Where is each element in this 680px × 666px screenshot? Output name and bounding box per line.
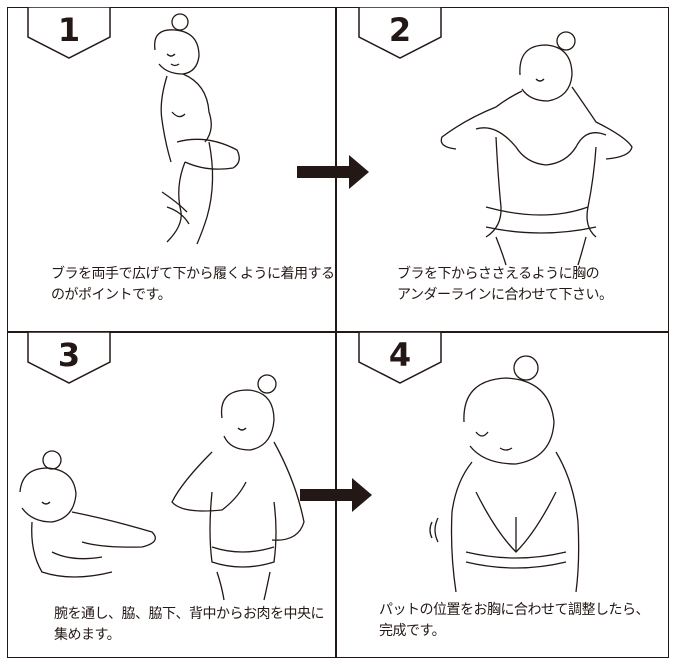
instruction-frame (7, 7, 669, 658)
caption-line-2: のがポイントです。 (51, 287, 172, 303)
caption-line-1: ブラを下からささえるように胸の (397, 266, 600, 282)
woman-gathering-flesh-to-center-illustration (19, 374, 305, 601)
step-caption: パットの位置をお胸に合わせて調整したら、 完成です。 (379, 600, 650, 642)
step-number-badge: 4 (358, 331, 442, 384)
caption-line-1: 腕を通し、脇、脇下、背中からお肉を中央に (54, 606, 325, 622)
caption-line-1: ブラを両手で広げて下から履くように着用する (51, 266, 335, 282)
step-number: 4 (388, 336, 412, 374)
step-number-badge: 3 (27, 331, 111, 384)
caption-line-2: アンダーラインに合わせて下さい。 (397, 287, 613, 303)
caption-line-2: 集めます。 (54, 627, 121, 643)
right-arrow-icon (300, 478, 372, 512)
step-number: 3 (57, 336, 81, 374)
step-number-badge: 1 (27, 6, 111, 59)
panel-divider-vertical (335, 7, 337, 658)
right-arrow-icon (297, 155, 369, 189)
step-3-panel: 3 腕を通し、脇、脇下、背中からお肉を中央に 集めます。 (7, 331, 335, 658)
step-2-panel: 2 ブラを下からささえるように胸の アンダーラインに合わせて下さい。 (336, 6, 669, 331)
step-caption: ブラを下からささえるように胸の アンダーラインに合わせて下さい。 (397, 264, 613, 306)
woman-stepping-into-bra-illustration (154, 13, 240, 245)
step-number: 2 (388, 11, 412, 49)
woman-lifting-bra-to-underbust-illustration (440, 31, 633, 266)
step-4-panel: 4 パットの位置をお胸に合わせて調整したら、 完成です。 (336, 331, 669, 658)
step-caption: 腕を通し、脇、脇下、背中からお肉を中央に 集めます。 (54, 604, 325, 646)
step-number-badge: 2 (358, 6, 442, 59)
step-1-panel: 1 ブラを両手で広げて下から履くように着用する のがポイントです。 (7, 6, 335, 331)
step-number: 1 (57, 11, 81, 49)
caption-line-2: 完成です。 (379, 623, 446, 639)
step-caption: ブラを両手で広げて下から履くように着用する のがポイントです。 (51, 264, 335, 306)
caption-line-1: パットの位置をお胸に合わせて調整したら、 (379, 602, 650, 618)
woman-wearing-finished-bra-illustration (429, 355, 580, 593)
panel-divider-horizontal (7, 331, 669, 333)
